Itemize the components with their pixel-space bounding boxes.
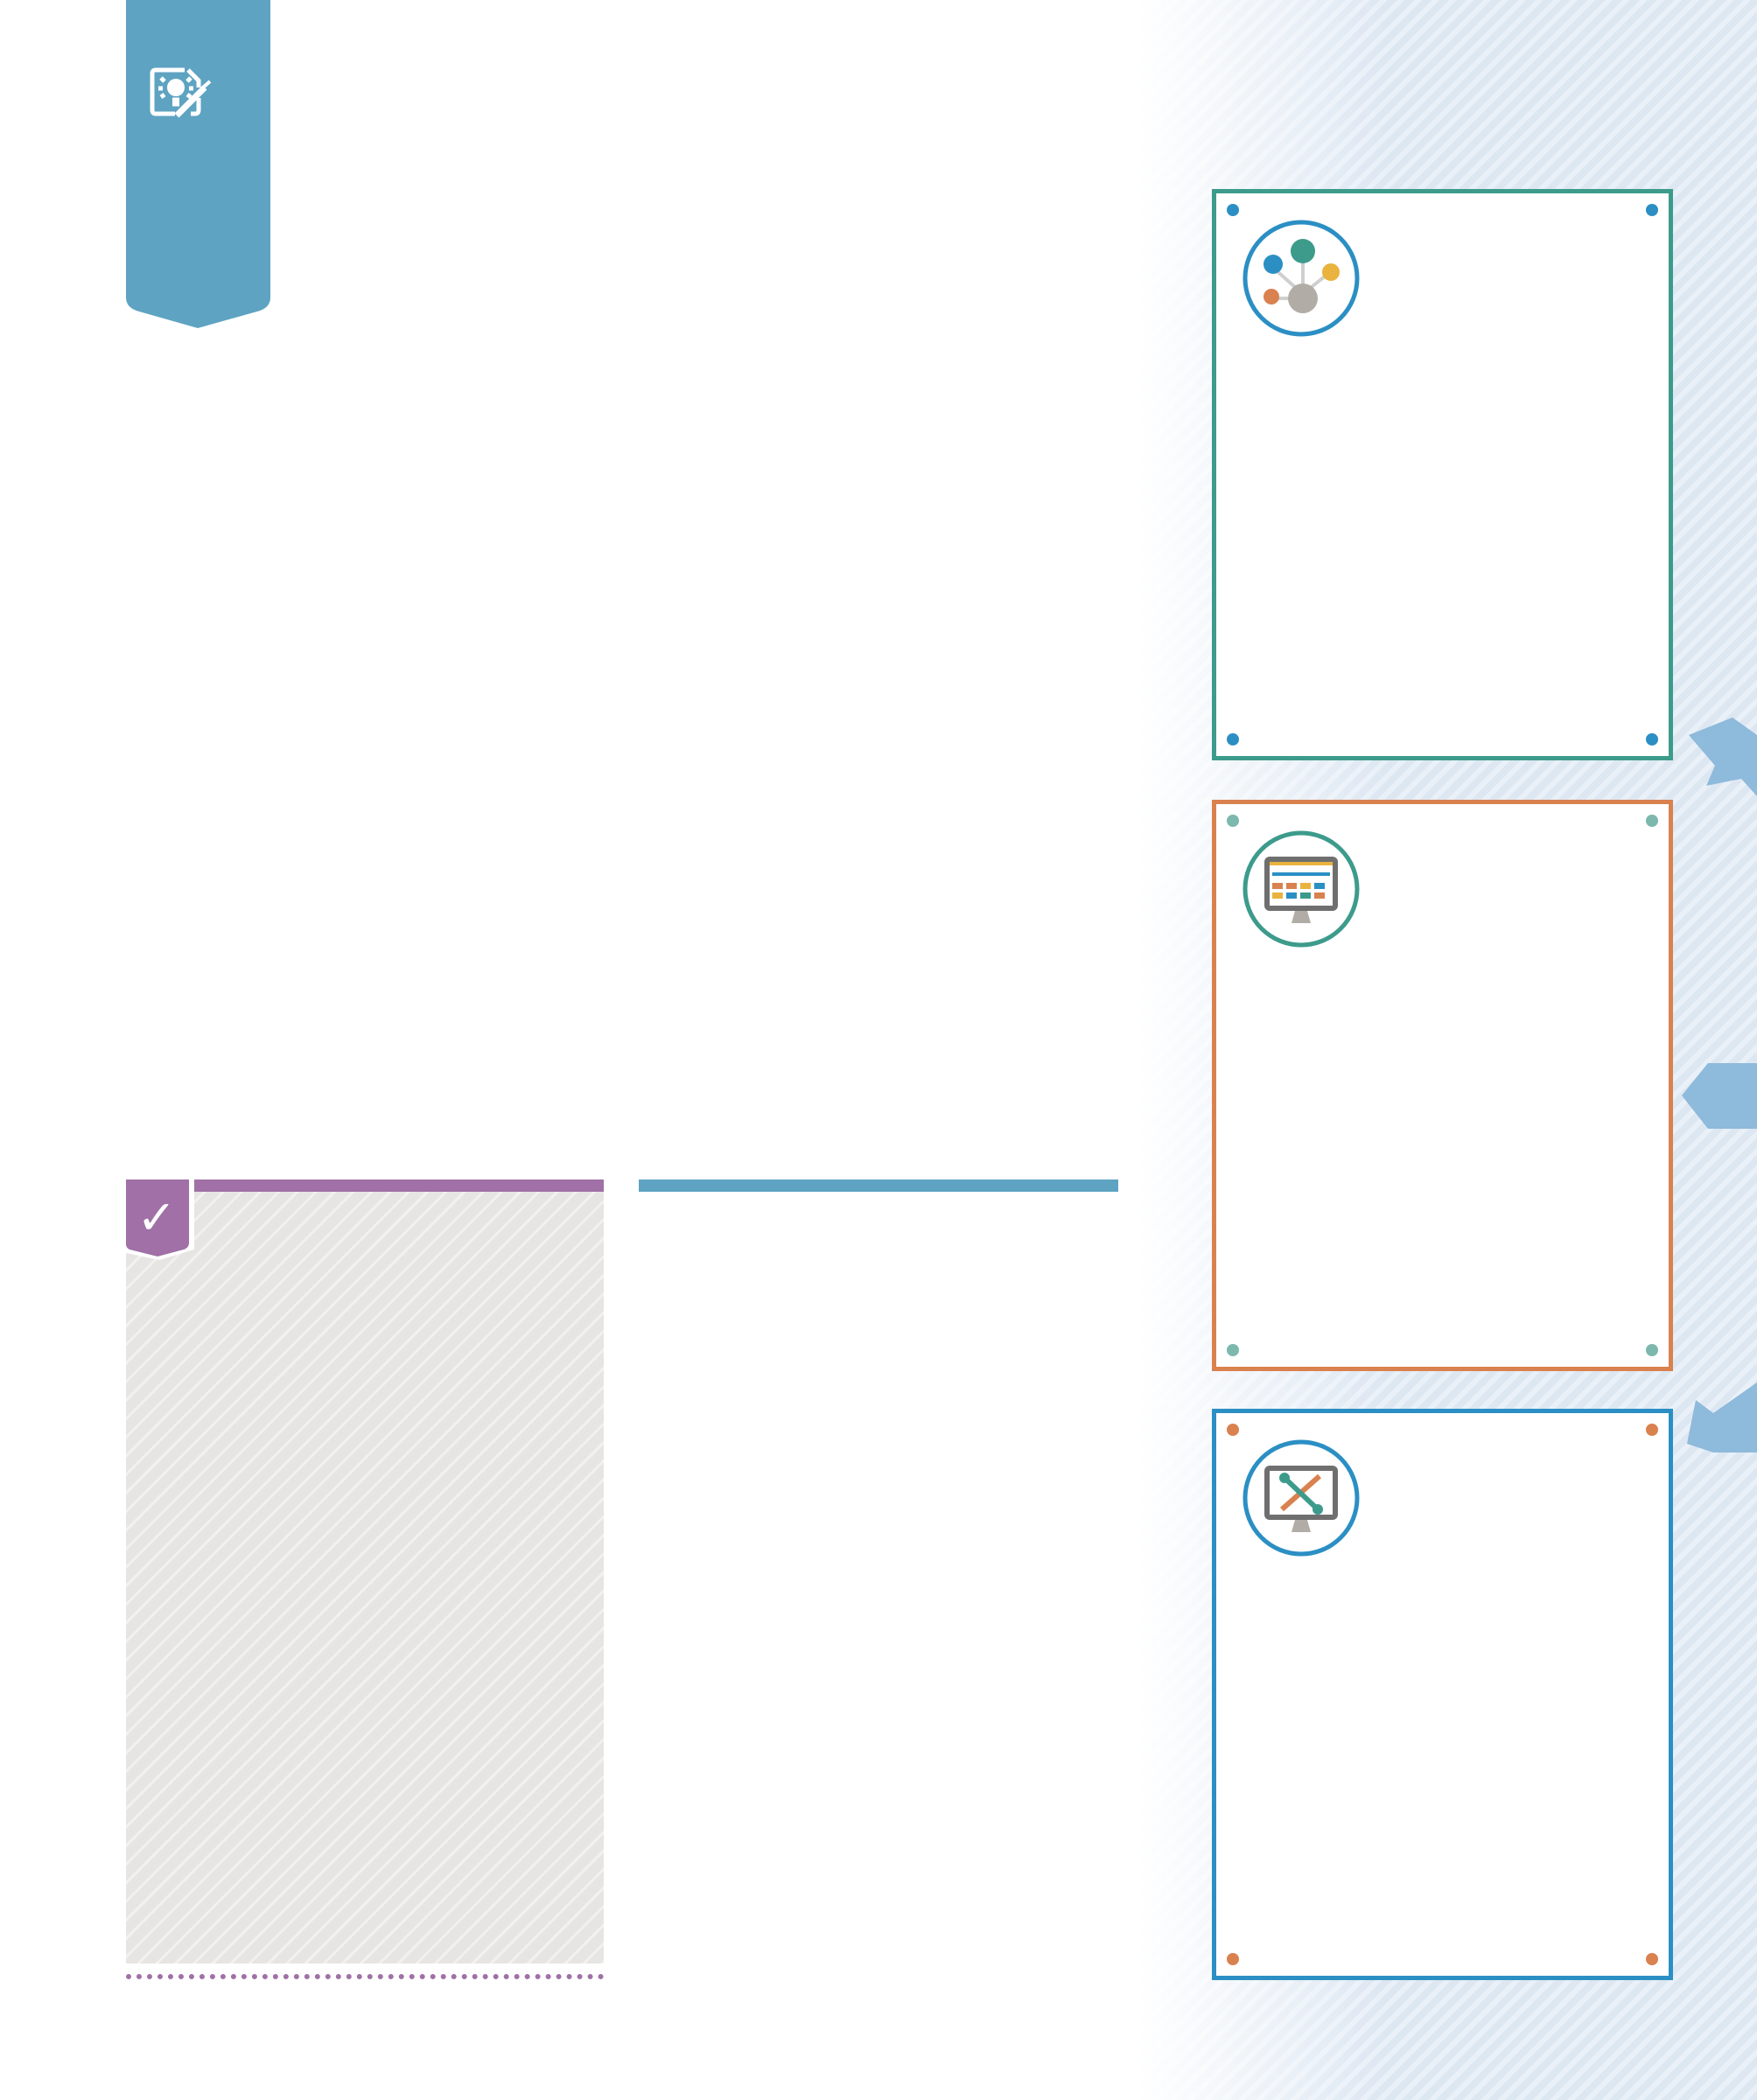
corner-dot	[1227, 815, 1239, 827]
corner-dot	[1646, 1344, 1658, 1356]
tip-panel: ✓	[126, 1180, 604, 1964]
dotted-divider	[126, 1974, 604, 1979]
section-rule	[639, 1180, 1118, 1192]
corner-dot	[1646, 1424, 1658, 1436]
corner-dot	[1227, 1344, 1239, 1356]
corner-dot	[1646, 204, 1658, 216]
info-box-network	[1212, 189, 1673, 760]
network-nodes-icon	[1242, 220, 1360, 337]
corner-dot	[1227, 204, 1239, 216]
arrow-icon	[1689, 718, 1757, 796]
arrow-icon	[1687, 1382, 1757, 1452]
corner-dot	[1646, 1953, 1658, 1965]
arrow-icon	[1682, 1063, 1757, 1129]
info-box-tools	[1212, 1409, 1673, 1980]
corner-dot	[1646, 815, 1658, 827]
ideas-ribbon	[126, 0, 270, 328]
corner-dot	[1227, 1424, 1239, 1436]
info-box-dashboard	[1212, 800, 1673, 1371]
checkmark-icon: ✓	[126, 1180, 194, 1260]
tip-accent-bar	[126, 1180, 604, 1192]
monitor-dashboard-icon	[1242, 830, 1360, 948]
svg-text:✓: ✓	[136, 1190, 176, 1245]
corner-dot	[1227, 1953, 1239, 1965]
corner-dot	[1227, 733, 1239, 746]
corner-dot	[1646, 733, 1658, 746]
lightbulb-document-pencil-icon	[150, 67, 207, 118]
monitor-tools-icon	[1242, 1439, 1360, 1557]
